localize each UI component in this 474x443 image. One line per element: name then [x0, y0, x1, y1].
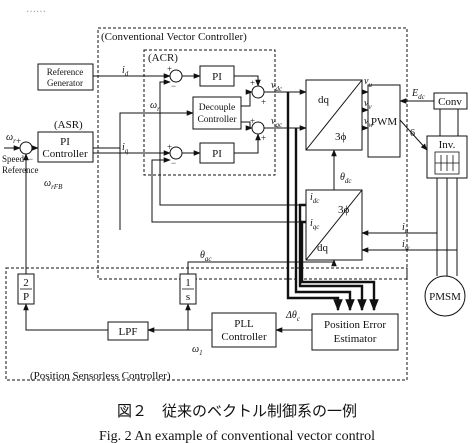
v-dc-label: vdc [271, 80, 283, 93]
theta-ac-label: θac [200, 250, 212, 263]
iq-ref-label: iq [122, 142, 129, 155]
svg-text:+: + [250, 78, 255, 88]
sum-junction-speed [19, 141, 33, 155]
decouple-line1: Decouple [199, 103, 235, 113]
caption-english: Fig. 2 An example of conventional vector… [99, 429, 375, 443]
caption-japanese: 図２ 従来のベクトル制御系の一例 [117, 402, 357, 420]
omega-1-label: ω1 [192, 344, 203, 357]
i-qc-label: iqc [310, 218, 320, 231]
asr-pi-line2: Controller [42, 148, 88, 160]
pmsm-motor [424, 275, 466, 317]
omega-r-acr-label: ωr [150, 100, 160, 113]
asr-pi-controller-block [37, 131, 94, 163]
reference-generator-line1: Reference [47, 67, 83, 77]
theta-dc-label: θdc [340, 172, 352, 185]
header-fragment: …… [26, 4, 46, 15]
pole-gain-den: P [23, 291, 29, 303]
3phase-to-dq-divider [305, 189, 363, 261]
svg-text:−: − [28, 154, 33, 164]
pi-q-label: PI [212, 148, 222, 160]
pi-d-label: PI [212, 71, 222, 83]
sensorless-controller-title: (Position Sensorless Controller) [30, 370, 171, 382]
speed-ref-line2: Reference [2, 165, 38, 175]
i-u-label: iu [402, 222, 409, 235]
asr-pi-line1: PI [60, 136, 70, 148]
asr-title: (ASR) [54, 119, 83, 131]
pole-gain-num: 2 [23, 277, 29, 289]
pwm-block [367, 84, 401, 158]
sensorless-controller-frame [5, 267, 408, 381]
svg-text:+: + [261, 133, 266, 143]
inverter-label: Inv. [439, 139, 456, 151]
vector-controller-title: (Conventional Vector Controller) [101, 31, 247, 43]
pwm-label: PWM [371, 116, 398, 128]
svg-text:+: + [16, 136, 21, 146]
v-w-label: vw [364, 116, 373, 129]
dq-to-3phase-divider [305, 79, 363, 151]
phase-top-label: 3ϕ [335, 131, 347, 143]
position-error-estimator-block [311, 313, 399, 351]
svg-text:+: + [261, 97, 266, 107]
pmsm-label: PMSM [429, 291, 461, 303]
speed-ref-line1: Speed [2, 154, 24, 164]
delta-theta-label: Δθc [285, 310, 301, 323]
pll-line2: Controller [221, 331, 267, 343]
i-dc-label: idc [310, 192, 320, 205]
i-w-label: iw [402, 239, 410, 252]
dq-bot-label: dq [317, 242, 329, 254]
omega-rfb-label: ωrFB [44, 178, 63, 191]
svg-text:+: + [250, 116, 255, 126]
acr-frame [143, 49, 276, 176]
dq-top-label: dq [318, 94, 330, 106]
e-dc-label: Edc [411, 88, 426, 101]
pll-controller-block [211, 312, 277, 348]
acr-title: (ACR) [148, 52, 178, 64]
estimator-line2: Estimator [334, 333, 377, 345]
svg-text:+: + [167, 64, 172, 74]
integrator-den: s [186, 291, 190, 303]
v-u-label: vu [364, 76, 372, 89]
inverter-switch-icon [434, 151, 460, 175]
integrator-num: 1 [185, 277, 191, 289]
converter-label: Conv [438, 96, 462, 108]
svg-text:−: − [171, 81, 176, 91]
omega-r-ref-label: ωr [6, 132, 16, 145]
v-qc-label: vqc [271, 116, 283, 129]
pll-line1: PLL [234, 318, 254, 330]
six-label: 6 [410, 128, 415, 139]
lpf-label: LPF [119, 326, 138, 338]
id-ref-label: id [122, 65, 129, 78]
reference-generator-block [37, 63, 94, 91]
phase-bot-label: 3ϕ [338, 204, 350, 216]
estimator-line1: Position Error [324, 319, 386, 331]
v-v-label: vv [364, 98, 372, 111]
reference-generator-line2: Generator [47, 78, 83, 88]
decouple-line2: Controller [197, 115, 237, 125]
svg-text:−: − [171, 158, 176, 168]
svg-text:+: + [167, 142, 172, 152]
